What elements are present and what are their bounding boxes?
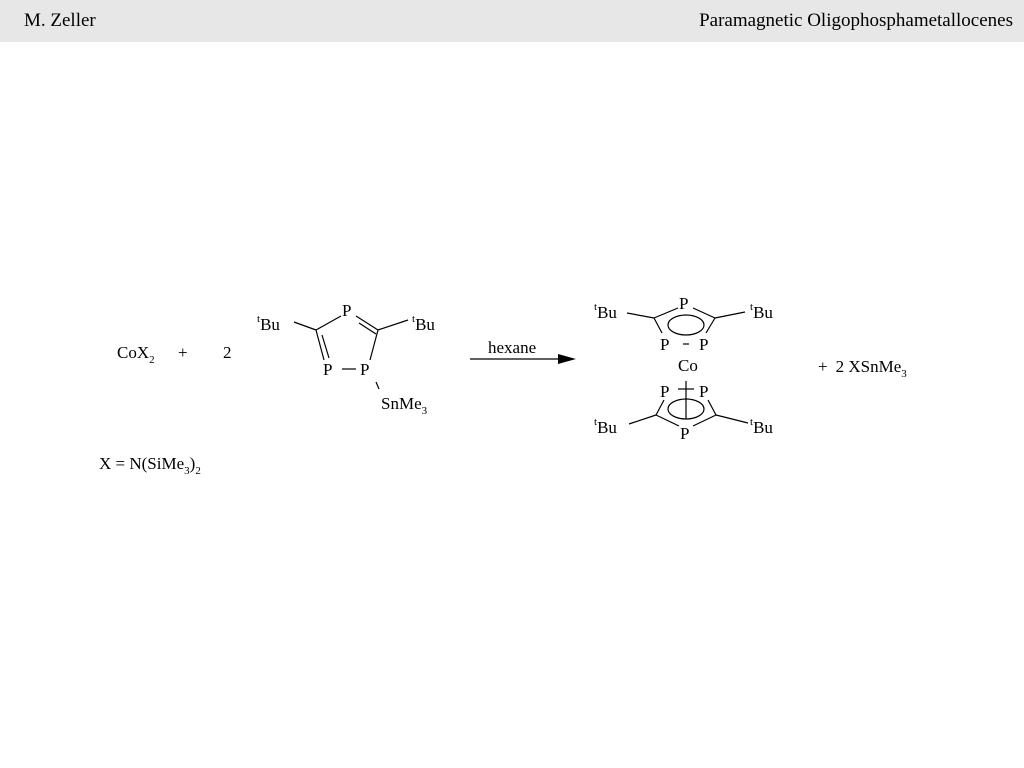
bond (692, 307, 716, 319)
bond (715, 414, 749, 424)
bond (355, 315, 379, 331)
slide-title: Paramagnetic Oligophosphametallocenes (699, 10, 1013, 31)
upper-tbu-left: tBu (594, 301, 617, 322)
bond-p-sn (375, 381, 380, 390)
lower-p-bottom: P (680, 424, 689, 443)
lower-p-left: P (660, 382, 669, 401)
arrow-head (558, 354, 576, 364)
ligand-p-right: P (360, 360, 369, 379)
bond (626, 312, 655, 319)
double-bond-inner (321, 334, 330, 359)
upper-p-right: P (699, 335, 708, 354)
bond (653, 307, 679, 319)
reactant-cox2: CoX2 (117, 343, 155, 366)
byproduct: +2 XSnMe3 (818, 357, 907, 380)
bond (377, 319, 409, 331)
header-bar: M. Zeller Paramagnetic Oligophosphametal… (0, 0, 1024, 42)
ligand-snme3: SnMe3 (381, 394, 428, 417)
stoich-coefficient: 2 (223, 343, 232, 362)
reaction-arrow: hexane (470, 338, 576, 364)
ligand-p-top: P (342, 301, 351, 320)
bond (714, 311, 746, 319)
bond (655, 414, 680, 427)
upper-ring-pi-ellipse (667, 314, 705, 336)
x-definition: X = N(SiMe3)2 (99, 454, 201, 477)
bond (655, 399, 665, 416)
cobaltocene-product: P P P tBu tBu Co P P P tBu tBu (594, 294, 773, 443)
upper-tbu-right: tBu (750, 301, 773, 322)
upper-p-top: P (679, 294, 688, 313)
bond (293, 321, 317, 331)
ligand-tbu-right: tBu (412, 313, 435, 334)
double-bond-inner (358, 322, 377, 335)
bond (653, 317, 663, 334)
author-name: M. Zeller (24, 10, 96, 31)
metal-co: Co (678, 356, 698, 375)
bond (692, 414, 717, 427)
plus-sign-1: + (178, 343, 188, 362)
bond (315, 315, 342, 331)
bond (707, 399, 717, 416)
lower-p-right: P (699, 382, 708, 401)
arrow-label-hexane: hexane (488, 338, 536, 357)
lower-tbu-left: tBu (594, 416, 617, 437)
bond (369, 329, 379, 361)
bond (315, 329, 325, 361)
triphosphole-ligand: P P P tBu tBu SnMe3 (257, 301, 435, 417)
upper-p-left: P (660, 335, 669, 354)
ligand-p-left: P (323, 360, 332, 379)
ligand-tbu-left: tBu (257, 313, 280, 334)
bond (628, 414, 657, 425)
bond (705, 317, 716, 334)
lower-tbu-right: tBu (750, 416, 773, 437)
